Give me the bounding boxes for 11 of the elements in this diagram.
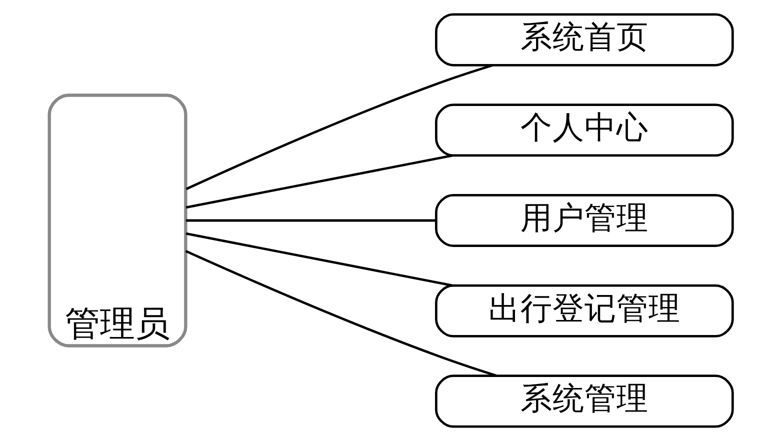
connector bbox=[185, 232, 452, 287]
connector bbox=[185, 64, 493, 190]
node-box: 出行登记管理 bbox=[434, 284, 734, 338]
node-box: 系统管理 bbox=[434, 374, 734, 428]
node-box: 个人中心 bbox=[434, 104, 734, 157]
node-box: 管理员 bbox=[47, 94, 187, 348]
node-box: 系统首页 bbox=[434, 13, 734, 66]
connector bbox=[184, 250, 496, 377]
connector bbox=[185, 154, 452, 209]
node-box: 用户管理 bbox=[434, 194, 734, 248]
connector bbox=[186, 219, 436, 222]
